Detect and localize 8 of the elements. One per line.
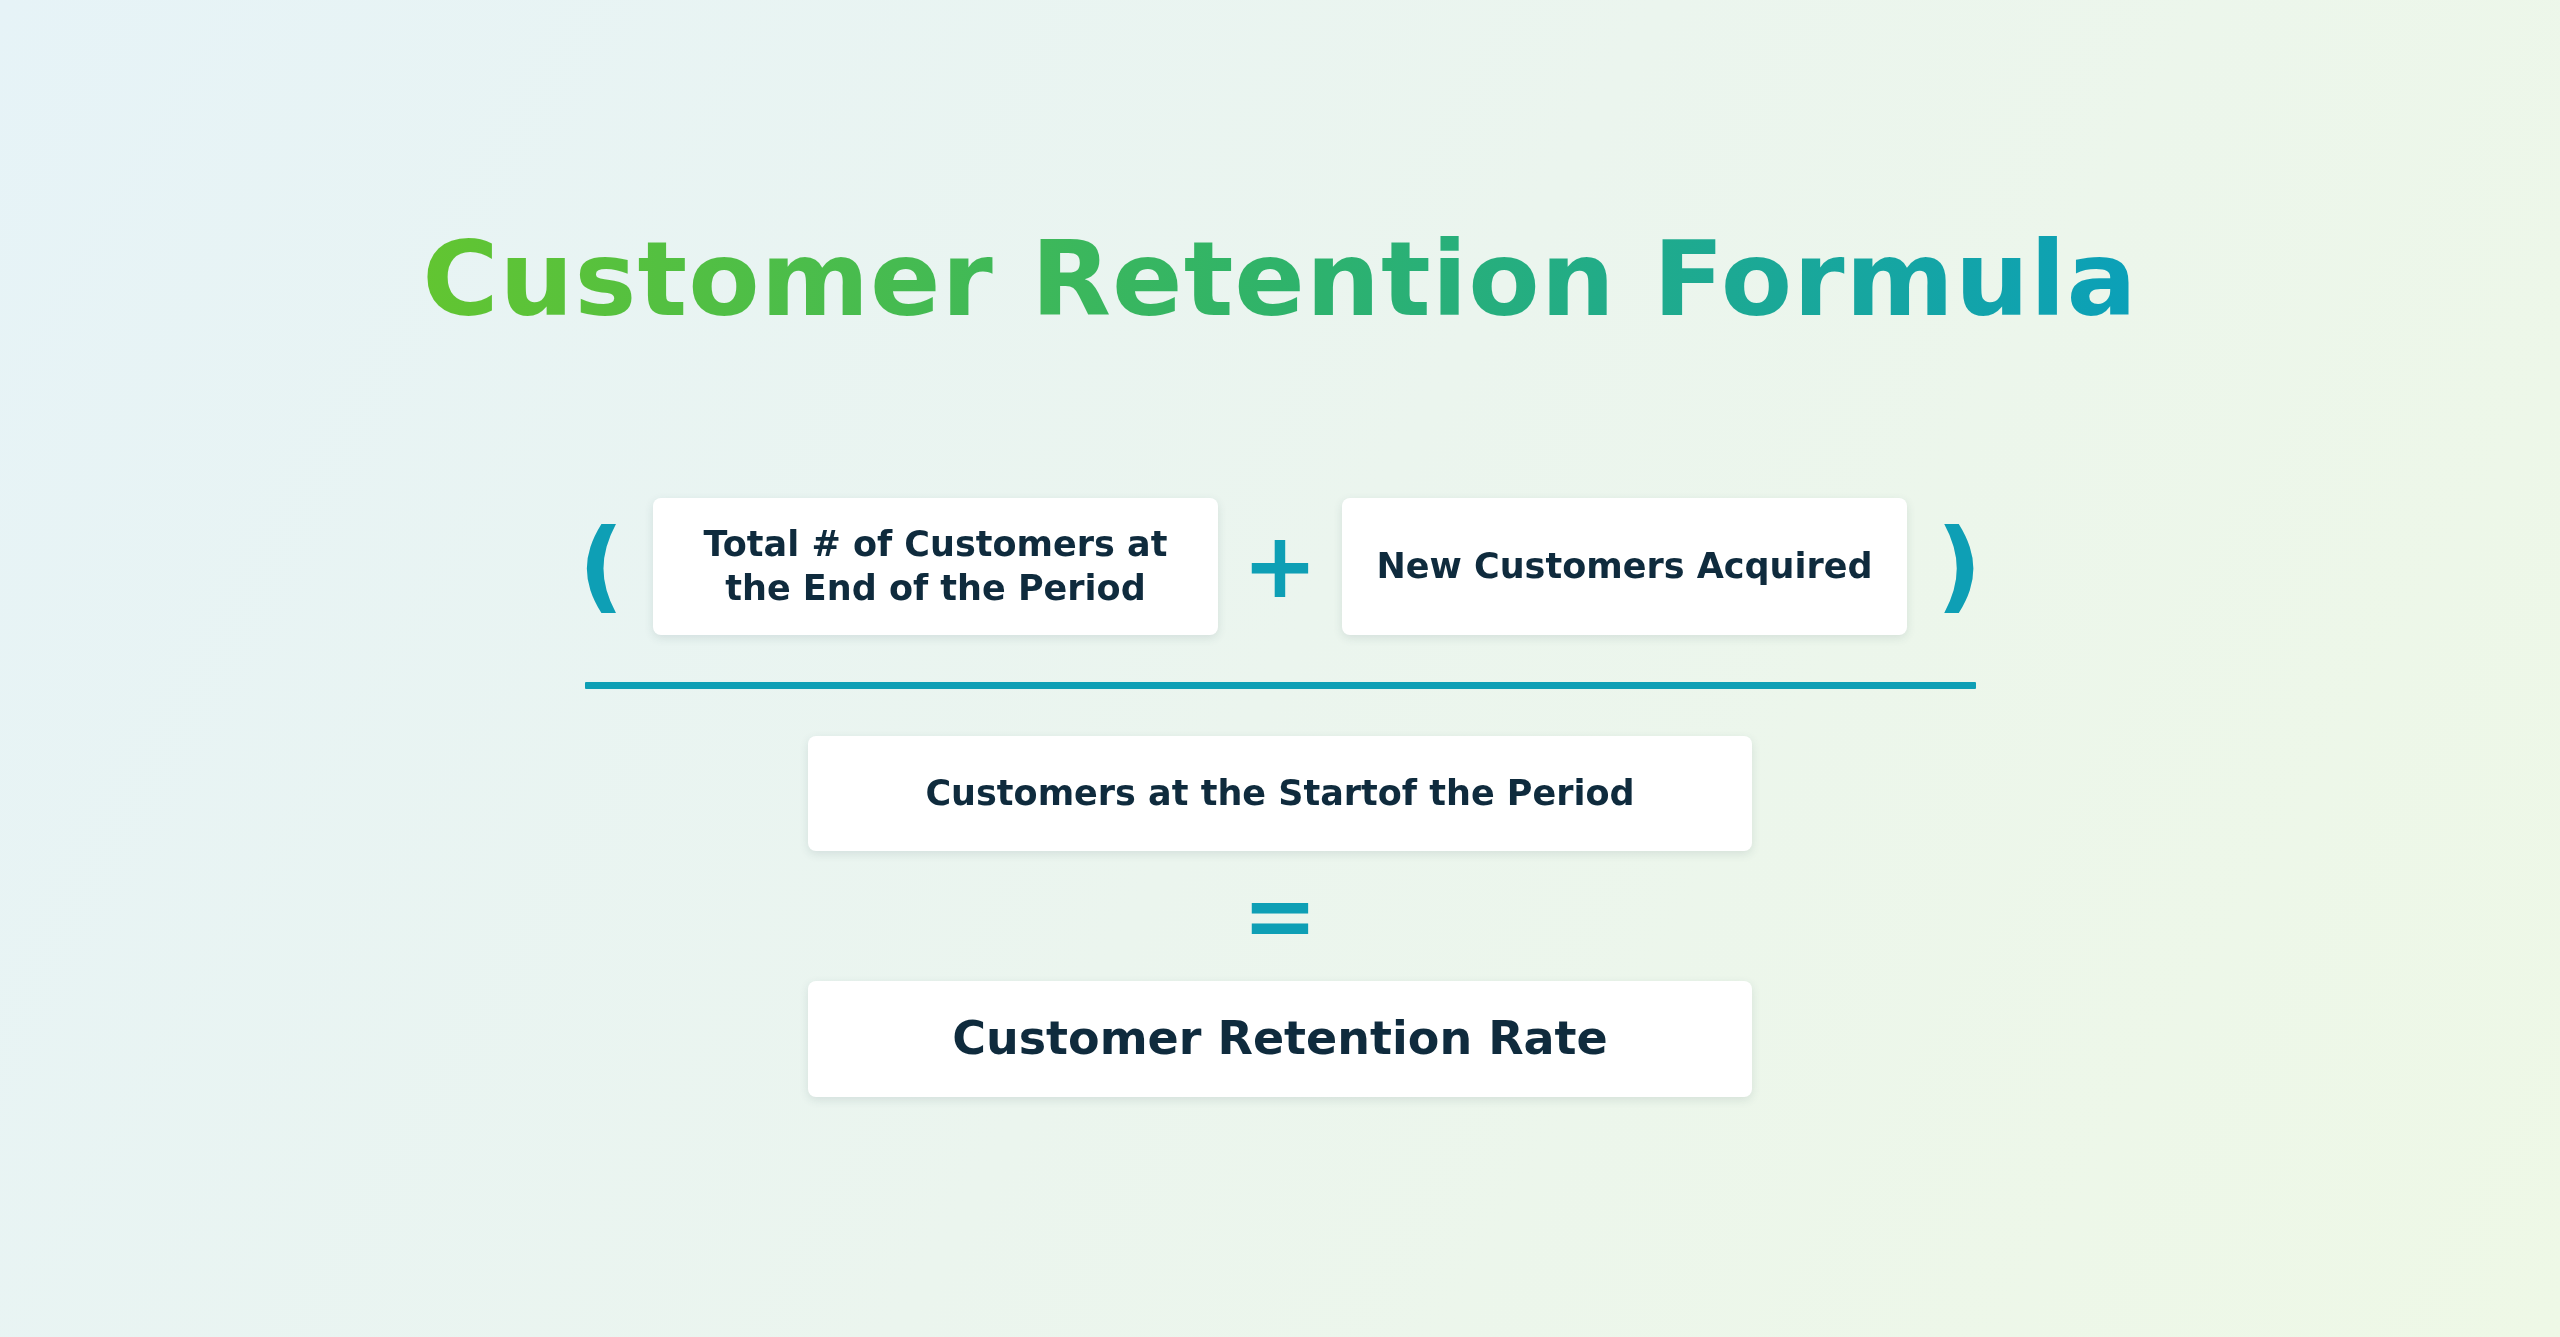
term-box: Customers at the Startof the Period — [808, 736, 1752, 851]
result-box: Customer Retention Rate — [808, 981, 1752, 1097]
close-parenthesis: ) — [1936, 516, 1982, 616]
term-box: Total # of Customers at the End of the Period — [653, 498, 1218, 635]
term-box: New Customers Acquired — [1342, 498, 1907, 635]
plus-sign: + — [1242, 521, 1318, 611]
equals-sign: = — [1242, 871, 1318, 961]
open-parenthesis: ( — [578, 516, 624, 616]
